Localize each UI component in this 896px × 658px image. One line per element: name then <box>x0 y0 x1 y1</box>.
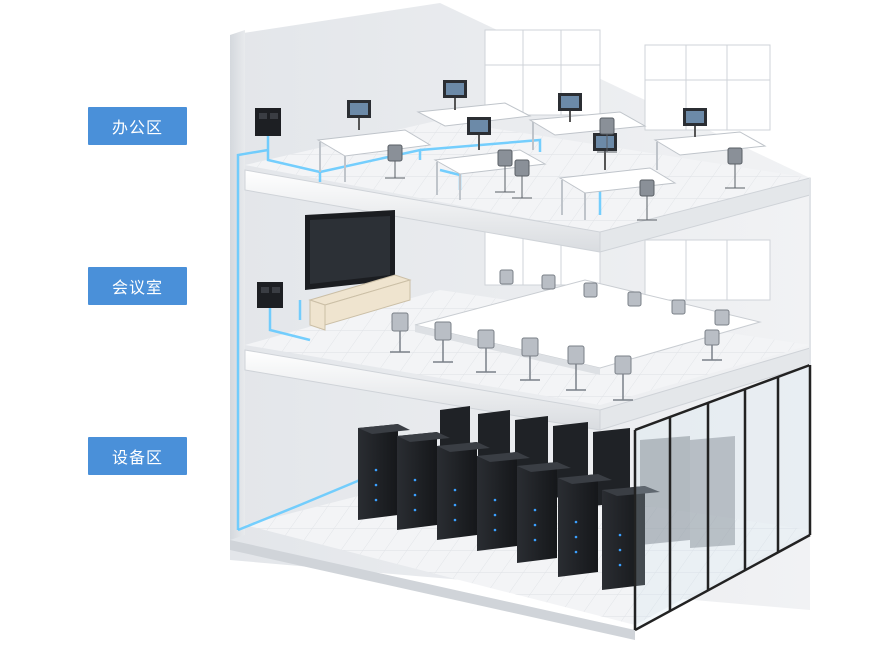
network-cabinet-icon <box>257 282 283 308</box>
server-rack-icon <box>358 424 660 590</box>
meeting-chair-legs <box>390 331 722 401</box>
label-meeting-room: 会议室 <box>88 267 187 305</box>
office-chair-icon <box>385 117 745 221</box>
network-cable <box>236 136 602 530</box>
tv-screen-icon <box>305 210 395 290</box>
rack-status-lights <box>374 468 622 567</box>
office-desks <box>316 102 767 194</box>
window-mid-right <box>644 239 771 301</box>
office-chair-icon <box>391 269 730 375</box>
network-cable <box>268 300 311 342</box>
ground-base <box>230 540 635 640</box>
monitor-icon <box>347 80 707 170</box>
glass-partition <box>633 363 812 632</box>
window-top-right <box>644 44 771 131</box>
desk-legs <box>319 122 658 220</box>
network-cabinet-icon <box>255 108 281 136</box>
label-office-area: 办公区 <box>88 107 187 145</box>
window-top-left <box>484 29 601 116</box>
tv-cabinet <box>308 274 412 331</box>
label-equipment-area: 设备区 <box>88 437 187 475</box>
network-cable <box>237 478 361 532</box>
